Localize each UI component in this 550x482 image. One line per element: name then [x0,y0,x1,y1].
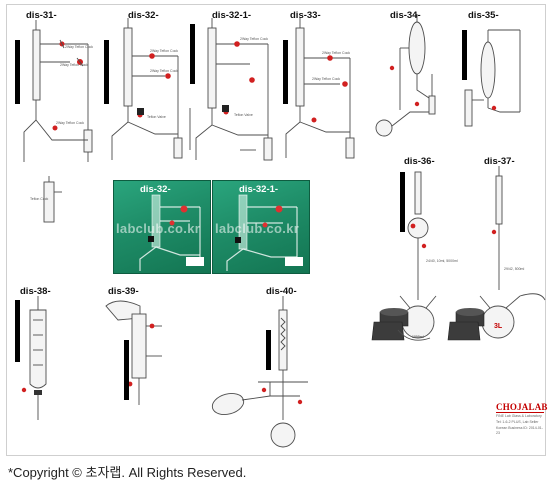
vertical-tag [104,40,109,104]
label-dis-32-1: dis-32-1- [212,10,252,21]
brand-box: CHOJALAB FINE Lab Glass & Laboratory Tel… [496,402,548,436]
photo-watermark: labclub.co.kr [215,221,300,236]
brand-line: Tel: 1-6-2 PLUS, Lab Seller [496,420,539,424]
vertical-tag [190,24,195,84]
brand-logo: CHOJALAB [496,402,548,413]
svg-text:2Way Teflon Cock: 2Way Teflon Cock [150,69,178,73]
svg-text:2Way Teflon Cock: 2Way Teflon Cock [150,49,178,53]
apparatus-dis-32: 2Way Teflon Cock 2Way Teflon Cock Teflon… [111,18,183,160]
svg-text:2Way Teflon Cock: 2Way Teflon Cock [65,45,93,49]
svg-text:24/40, 10ml, 5000ml: 24/40, 10ml, 5000ml [426,259,458,263]
apparatus-dis-35 [464,29,521,127]
photo-apparatus [139,194,201,271]
svg-text:2Way Teflon Cock: 2Way Teflon Cock [240,37,268,41]
svg-text:Teflon Cock: Teflon Cock [30,197,49,201]
apparatus-dis-32-1: 2Way Teflon Cock Teflon Valve [189,18,273,161]
label-dis-36: dis-36- [404,156,435,167]
photo-watermark: labclub.co.kr [116,221,201,236]
vertical-tag [462,30,467,80]
label-dis-35: dis-35- [468,10,499,21]
svg-text:3L: 3L [494,323,503,330]
svg-text:2Way Teflon Cock: 2Way Teflon Cock [56,121,84,125]
label-dis-33: dis-33- [290,10,321,21]
vertical-tag [124,340,129,400]
apparatus-dis-31: 2Way Teflon Cock 2Way Teflon Cock 2Way T… [23,20,93,162]
scale-bar [285,257,303,266]
svg-text:1000ml: 1000ml [412,335,424,339]
photo-apparatus [226,194,298,271]
apparatus-dis-37: 29/42, 500ml 3L [447,166,546,341]
svg-text:2Way Teflon Cock: 2Way Teflon Cock [322,51,350,55]
apparatus-dis-39 [105,300,162,405]
photo-label: dis-32- [140,184,171,195]
apparatus-dis-33: 2Way Teflon Cock 2Way Teflon Cock [285,18,355,159]
vertical-tag [15,300,20,362]
scale-bar [186,257,204,266]
label-dis-34: dis-34- [390,10,421,21]
photo-dis-32: dis-32- labclub.co.kr [113,180,211,274]
vertical-tag [283,40,288,104]
vertical-tag [400,172,405,232]
apparatus-dis-40 [211,296,308,448]
brand-line: Korean Business ID: 2014-01-23 [496,426,543,435]
apparatus-dis-34 [375,14,436,137]
label-dis-39: dis-39- [108,286,139,297]
svg-text:2Way Teflon Cock: 2Way Teflon Cock [60,63,88,67]
label-dis-32: dis-32- [128,10,159,21]
svg-text:Teflon Valve: Teflon Valve [147,115,166,119]
photo-dis-32-1: dis-32-1- labclub.co.kr [212,180,310,274]
photo-label: dis-32-1- [239,184,279,195]
brand-line: FINE Lab Glass & Laboratory [496,414,542,418]
detail-drawing: Teflon Cock [30,176,62,223]
copyright-notice: *Copyright © 초자랩. All Rights Reserved. [8,465,247,480]
svg-text:2Way Teflon Cock: 2Way Teflon Cock [312,77,340,81]
vertical-tag [266,330,271,370]
apparatus-dis-38 [21,296,47,420]
label-dis-40: dis-40- [266,286,297,297]
vertical-tag [15,40,20,104]
label-dis-37: dis-37- [484,156,515,167]
apparatus-dis-36: 24/40, 10ml, 5000ml 1000ml [371,171,458,341]
label-dis-38: dis-38- [20,286,51,297]
label-dis-31: dis-31- [26,10,57,21]
svg-text:Teflon Valve: Teflon Valve [234,113,253,117]
svg-text:29/42, 500ml: 29/42, 500ml [504,267,524,271]
